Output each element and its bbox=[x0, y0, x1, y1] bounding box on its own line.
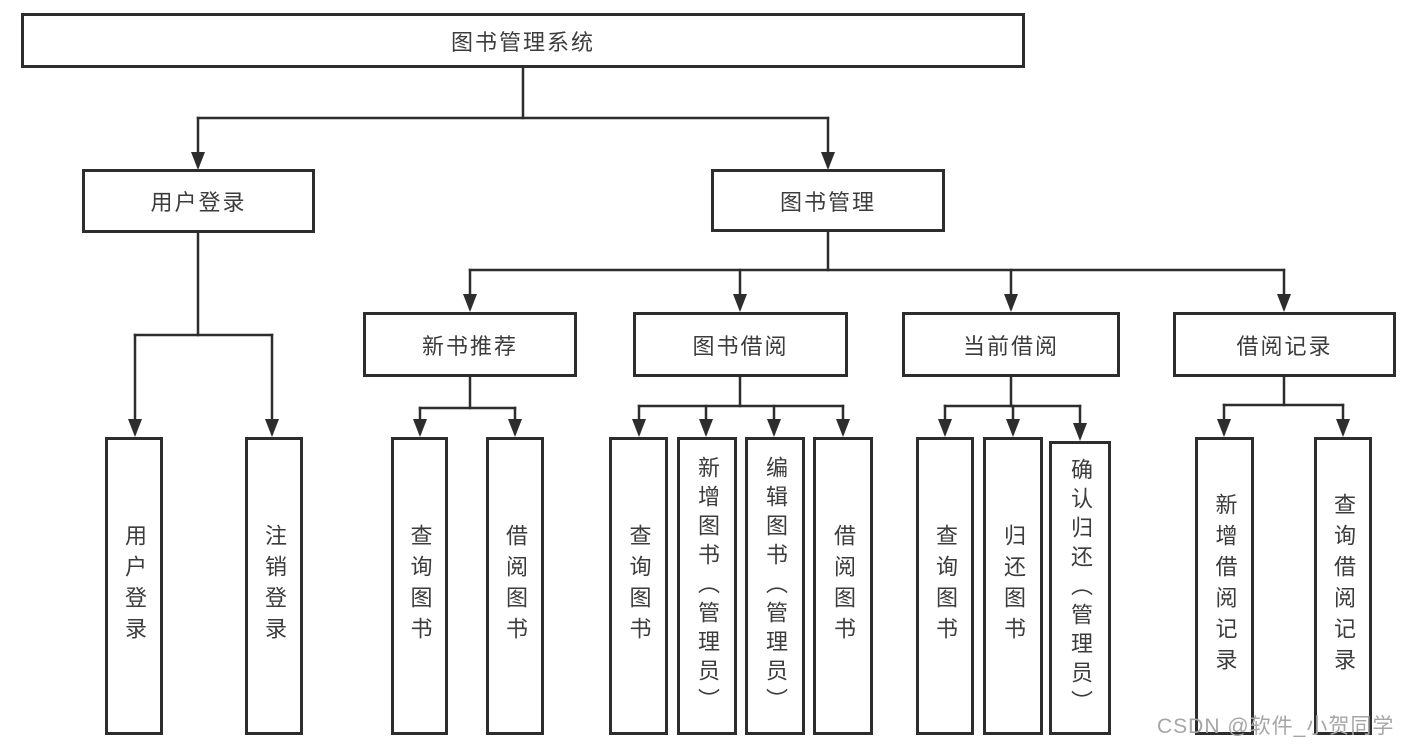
node-user-login: 用户登录 bbox=[82, 169, 315, 233]
node-current-borrowing-label: 当前借阅 bbox=[962, 333, 1059, 359]
leaf-borrow-books-borrowing-label: 借阅图书 bbox=[831, 524, 856, 648]
node-root-label: 图书管理系统 bbox=[450, 29, 595, 55]
leaf-query-books-borrowing-label: 查询图书 bbox=[626, 524, 652, 648]
leaf-edit-book-admin: 编辑图书（管理员） bbox=[745, 437, 805, 735]
leaf-return-books: 归还图书 bbox=[983, 437, 1043, 735]
leaf-logout-label: 注销登录 bbox=[262, 524, 287, 648]
node-root: 图书管理系统 bbox=[21, 13, 1025, 68]
leaf-add-borrow-record-label: 新增借阅记录 bbox=[1212, 493, 1238, 679]
watermark: CSDN @软件_小贺同学 bbox=[1157, 715, 1395, 738]
node-borrowing-records-label: 借阅记录 bbox=[1236, 333, 1333, 359]
leaf-edit-book-admin-label: 编辑图书（管理员） bbox=[763, 455, 788, 717]
leaf-query-books-current: 查询图书 bbox=[916, 437, 974, 735]
node-book-management-label: 图书管理 bbox=[779, 189, 876, 215]
leaf-user-login-label: 用户登录 bbox=[122, 524, 147, 648]
node-book-borrowing-label: 图书借阅 bbox=[692, 333, 789, 359]
node-borrowing-records: 借阅记录 bbox=[1173, 312, 1396, 377]
leaf-return-books-label: 归还图书 bbox=[1001, 524, 1026, 648]
node-current-borrowing: 当前借阅 bbox=[902, 312, 1120, 377]
leaf-query-books-borrowing: 查询图书 bbox=[609, 437, 668, 735]
leaf-add-borrow-record: 新增借阅记录 bbox=[1195, 437, 1254, 735]
leaf-add-book-admin: 新增图书（管理员） bbox=[677, 437, 737, 735]
leaf-query-books-recommend: 查询图书 bbox=[391, 437, 448, 735]
leaf-add-book-admin-label: 新增图书（管理员） bbox=[695, 455, 720, 717]
node-user-login-label: 用户登录 bbox=[150, 190, 247, 215]
node-new-book-recommendation-label: 新书推荐 bbox=[421, 333, 518, 359]
node-new-book-recommendation: 新书推荐 bbox=[363, 312, 577, 377]
leaf-query-borrow-record: 查询借阅记录 bbox=[1314, 437, 1372, 735]
leaf-query-books-recommend-label: 查询图书 bbox=[407, 524, 433, 648]
node-book-management: 图书管理 bbox=[711, 169, 945, 232]
leaf-borrow-books-recommend: 借阅图书 bbox=[486, 437, 544, 735]
node-book-borrowing: 图书借阅 bbox=[633, 312, 848, 377]
leaf-query-borrow-record-label: 查询借阅记录 bbox=[1331, 493, 1356, 679]
leaf-confirm-return-admin: 确认归还（管理员） bbox=[1049, 441, 1111, 735]
leaf-logout: 注销登录 bbox=[245, 437, 303, 735]
leaf-borrow-books-borrowing: 借阅图书 bbox=[813, 437, 873, 735]
leaf-user-login: 用户登录 bbox=[105, 437, 163, 735]
leaf-confirm-return-admin-label: 确认归还（管理员） bbox=[1068, 457, 1093, 719]
leaf-query-books-current-label: 查询图书 bbox=[933, 524, 958, 648]
leaf-borrow-books-recommend-label: 借阅图书 bbox=[503, 524, 528, 648]
